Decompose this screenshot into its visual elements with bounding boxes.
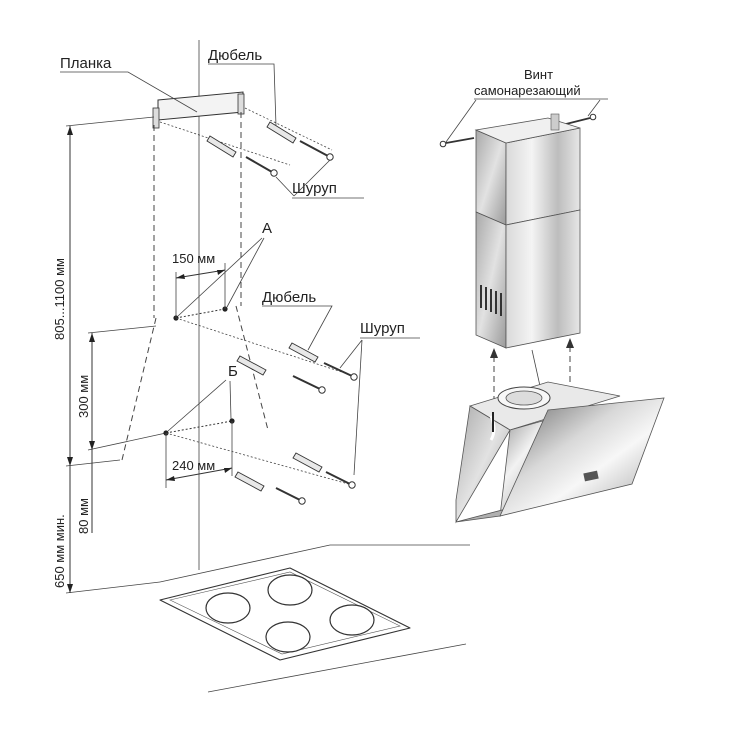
hood-body — [455, 381, 665, 524]
label-vint-line1: Винт — [524, 67, 553, 82]
screw-low-2 — [275, 487, 306, 505]
dim-300-label: 300 мм — [76, 375, 91, 418]
label-vint-line2: самонарезающий — [474, 83, 581, 98]
holes-b-connector — [165, 420, 233, 434]
control-panel — [583, 470, 599, 482]
screw-mid-2 — [292, 375, 326, 394]
tapping-screw-left — [439, 137, 475, 148]
dim-240-line — [165, 467, 233, 481]
label-dyubel-mid: Дюбель — [262, 289, 316, 306]
ref-line-hob — [65, 581, 161, 594]
ref-line-a — [87, 325, 157, 334]
screw-low-1 — [325, 471, 356, 489]
label-planka: Планка — [60, 55, 112, 72]
hood-assembly: Винт самонарезающий — [439, 67, 665, 524]
dowel-mid-1 — [288, 342, 319, 363]
burner-4 — [329, 604, 375, 636]
dim-150-label: 150 мм — [172, 251, 215, 266]
glass-panel-right — [499, 397, 665, 517]
mounting-bar — [152, 91, 245, 129]
burner-2 — [267, 574, 313, 606]
hood-outline-left — [121, 317, 157, 461]
dim-80-label: 80 мм — [76, 498, 91, 534]
ref-line-top — [65, 116, 155, 127]
label-shurup-mid: Шуруп — [360, 320, 405, 337]
chimney-lower — [475, 209, 581, 349]
vent-slots — [480, 285, 502, 316]
label-b: Б — [228, 363, 238, 380]
dowel-top-1 — [266, 121, 297, 144]
burner-3 — [265, 621, 311, 653]
holes-a-connector — [175, 308, 226, 319]
ref-line-b — [87, 432, 167, 451]
tapping-screw-right — [565, 113, 597, 125]
dowel-low-2 — [234, 471, 265, 492]
dowel-top-2 — [206, 135, 237, 158]
dowel-low-1 — [292, 452, 323, 473]
chimney-upper — [474, 113, 581, 226]
screw-top-1 — [299, 140, 334, 161]
label-dyubel-top: Дюбель — [208, 47, 262, 64]
assembly-arrows — [490, 338, 574, 402]
dim-650-label: 650 мм мин. — [52, 514, 67, 588]
label-shurup-top: Шуруп — [292, 180, 337, 197]
dowel-mid-2 — [236, 355, 267, 376]
label-a: А — [262, 220, 272, 237]
dim-240-label: 240 мм — [172, 458, 215, 473]
burner-1 — [205, 592, 251, 624]
wall-drawing: 805...1100 мм 300 мм 80 мм 650 мм мин. 1… — [52, 40, 470, 693]
ref-line-hood-bottom — [65, 459, 121, 467]
cooktop — [159, 544, 470, 693]
dim-805-1100-label: 805...1100 мм — [52, 258, 67, 340]
screw-mid-1 — [323, 362, 358, 381]
screw-top-2 — [245, 156, 278, 177]
